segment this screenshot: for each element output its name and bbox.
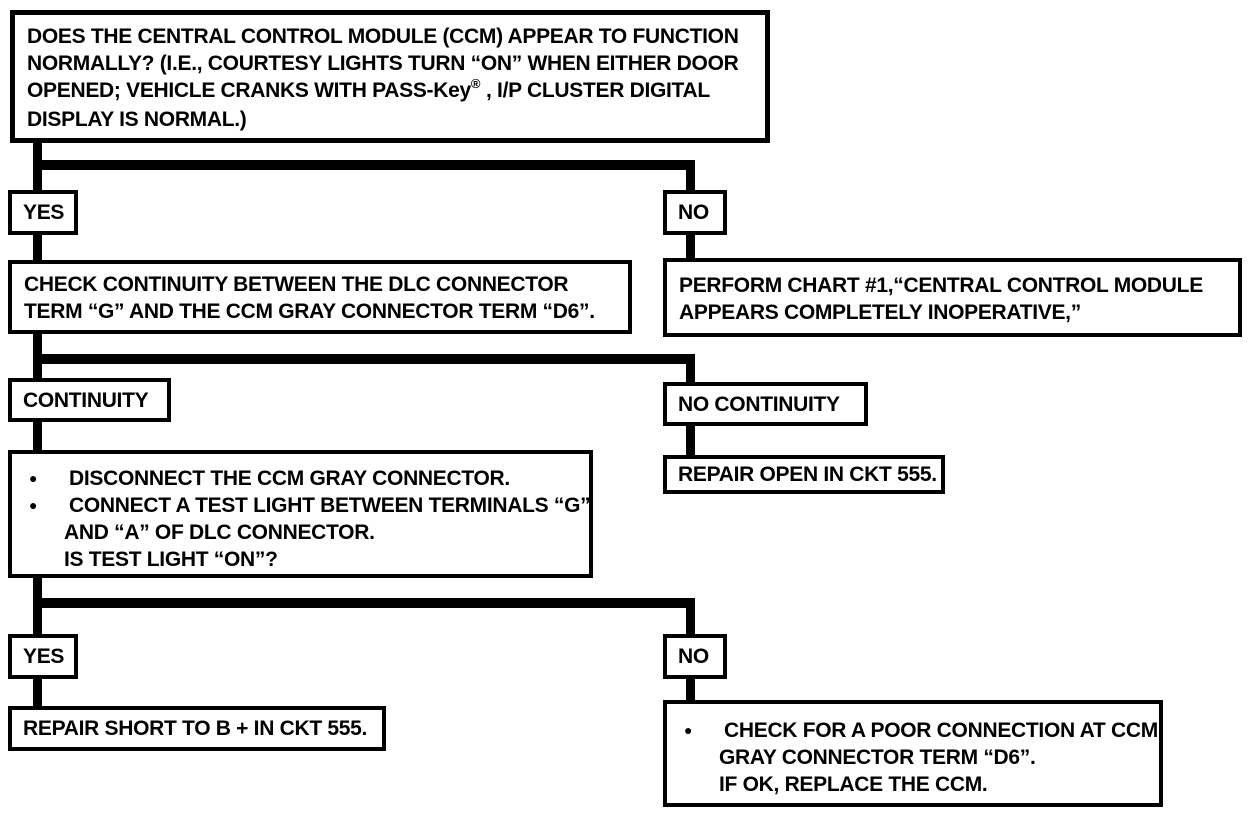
connector-branch3-to-no2 (686, 598, 695, 634)
bullet-icon: ● (29, 497, 38, 513)
connector-branch1-horizontal (33, 160, 695, 170)
registered-trademark-icon: ® (470, 76, 481, 91)
no-1-label: NO (678, 201, 709, 224)
no-2-label: NO (678, 645, 709, 668)
perform-line-2: APPEARS COMPLETELY INOPERATIVE,” (679, 301, 1081, 324)
check-line-2: TERM “G” AND THE CCM GRAY CONNECTOR TERM… (24, 300, 595, 323)
question-line-3-text: OPENED; VEHICLE CRANKS WITH PASS-Key (27, 79, 471, 102)
check-line-1: CHECK CONTINUITY BETWEEN THE DLC CONNECT… (24, 273, 569, 296)
connector-no2-to-final (686, 677, 695, 700)
node-yes-1: YES (8, 190, 78, 235)
question-line-3: OPENED; VEHICLE CRANKS WITH PASS-Key® , … (27, 76, 753, 106)
bullet-icon: ● (29, 470, 38, 486)
node-repair-short: REPAIR SHORT TO B + IN CKT 555. (8, 706, 386, 751)
connector-branch2-to-nocontinuity (686, 354, 695, 382)
node-perform-chart-1: PERFORM CHART #1,“CENTRAL CONTROL MODULE… (663, 258, 1242, 337)
continuity-label: CONTINUITY (23, 388, 149, 412)
node-repair-open: REPAIR OPEN IN CKT 555. (663, 455, 945, 494)
node-test-light-steps: ● DISCONNECT THE CCM GRAY CONNECTOR. ● C… (8, 450, 593, 578)
final-line-2: GRAY CONNECTOR TERM “D6”. (719, 746, 1036, 769)
yes-2-label: YES (23, 645, 65, 668)
final-line-1: CHECK FOR A POOR CONNECTION AT CCM (724, 719, 1158, 742)
node-question-ccm-function: DOES THE CENTRAL CONTROL MODULE (CCM) AP… (10, 10, 770, 143)
yes-1-label: YES (23, 201, 65, 224)
connector-branch1-to-no1 (686, 160, 695, 190)
node-yes-2: YES (8, 634, 78, 679)
perform-line-1: PERFORM CHART #1,“CENTRAL CONTROL MODULE (679, 274, 1203, 297)
connector-yes2-to-repairshort (33, 677, 42, 706)
repair-open-label: REPAIR OPEN IN CKT 555. (678, 463, 937, 486)
steps-question-test-light: IS TEST LIGHT “ON”? (64, 548, 278, 571)
no-continuity-label: NO CONTINUITY (678, 392, 840, 416)
connector-nocontinuity-to-repairopen (686, 424, 695, 455)
node-no-2: NO (663, 634, 727, 679)
steps-item-2-line-1: CONNECT A TEST LIGHT BETWEEN TERMINALS “… (69, 494, 591, 517)
node-check-poor-connection: ● CHECK FOR A POOR CONNECTION AT CCM GRA… (663, 700, 1163, 807)
question-line-3-tail: , I/P CLUSTER DIGITAL (480, 79, 710, 102)
question-line-1: DOES THE CENTRAL CONTROL MODULE (CCM) AP… (27, 25, 739, 48)
node-no-1: NO (663, 190, 727, 235)
connector-continuity-to-steps (33, 420, 42, 450)
final-line-3: IF OK, REPLACE THE CCM. (719, 773, 988, 796)
steps-item-1-text: DISCONNECT THE CCM GRAY CONNECTOR. (69, 467, 510, 490)
question-line-2: NORMALLY? (I.E., COURTESY LIGHTS TURN “O… (27, 52, 739, 75)
connector-branch2-horizontal (33, 354, 695, 364)
node-check-continuity: CHECK CONTINUITY BETWEEN THE DLC CONNECT… (8, 260, 632, 334)
final-item-1: ● CHECK FOR A POOR CONNECTION AT CCM (679, 717, 1158, 744)
steps-item-2-line-2: AND “A” OF DLC CONNECTOR. (64, 521, 375, 544)
node-no-continuity: NO CONTINUITY (663, 382, 868, 426)
repair-short-label: REPAIR SHORT TO B + IN CKT 555. (23, 717, 368, 740)
connector-branch3-horizontal (33, 598, 695, 608)
question-line-4: DISPLAY IS NORMAL.) (27, 108, 247, 131)
steps-item-1: ● DISCONNECT THE CCM GRAY CONNECTOR. (24, 465, 577, 492)
node-continuity: CONTINUITY (8, 378, 171, 422)
steps-item-2: ● CONNECT A TEST LIGHT BETWEEN TERMINALS… (24, 492, 591, 519)
connector-yes1-to-check (33, 233, 42, 260)
connector-no1-to-perform (686, 233, 695, 258)
bullet-icon: ● (684, 722, 693, 738)
